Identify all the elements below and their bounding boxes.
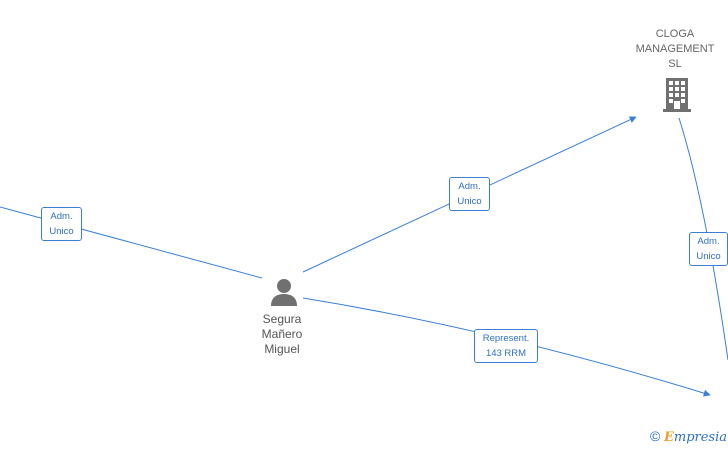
edge-label-represent[interactable]: Represent. 143 RRM — [474, 329, 538, 363]
edge-label-line: Unico — [49, 226, 74, 237]
person-node-label: Segura Mañero Miguel — [242, 312, 322, 357]
person-name-line: Mañero — [261, 327, 303, 341]
edge-label-line: Unico — [457, 196, 482, 207]
brand-logo-text: mpresia — [673, 430, 728, 445]
person-name-line: Miguel — [264, 342, 300, 356]
company-node-label: CLOGA MANAGEMENT SL — [622, 27, 728, 72]
edge-label-line: Adm. — [458, 181, 481, 192]
person-icon[interactable] — [269, 277, 299, 307]
edge-label-left[interactable]: Adm. Unico — [41, 207, 82, 241]
edge-label-line: 143 RRM — [485, 348, 527, 359]
company-name-line: SL — [668, 58, 682, 70]
company-name-line: CLOGA — [655, 28, 695, 40]
empresia-watermark: © Empresia — [650, 428, 727, 445]
building-icon[interactable] — [661, 77, 693, 113]
edge-company-to-right — [678, 117, 728, 361]
edge-label-company-right[interactable]: Adm. Unico — [689, 232, 728, 266]
copyright-symbol: © — [650, 428, 661, 444]
edge-label-line: Adm. — [697, 236, 720, 247]
person-name-line: Segura — [262, 312, 302, 326]
company-name-line: MANAGEMENT — [635, 43, 715, 55]
edge-left-to-person — [0, 206, 263, 279]
edge-label-person-company[interactable]: Adm. Unico — [449, 177, 490, 211]
brand-logo-e: E — [663, 430, 674, 445]
edge-label-line: Adm. — [50, 211, 73, 222]
edge-label-line: Unico — [696, 251, 721, 262]
edge-label-line: Represent. — [482, 333, 530, 344]
